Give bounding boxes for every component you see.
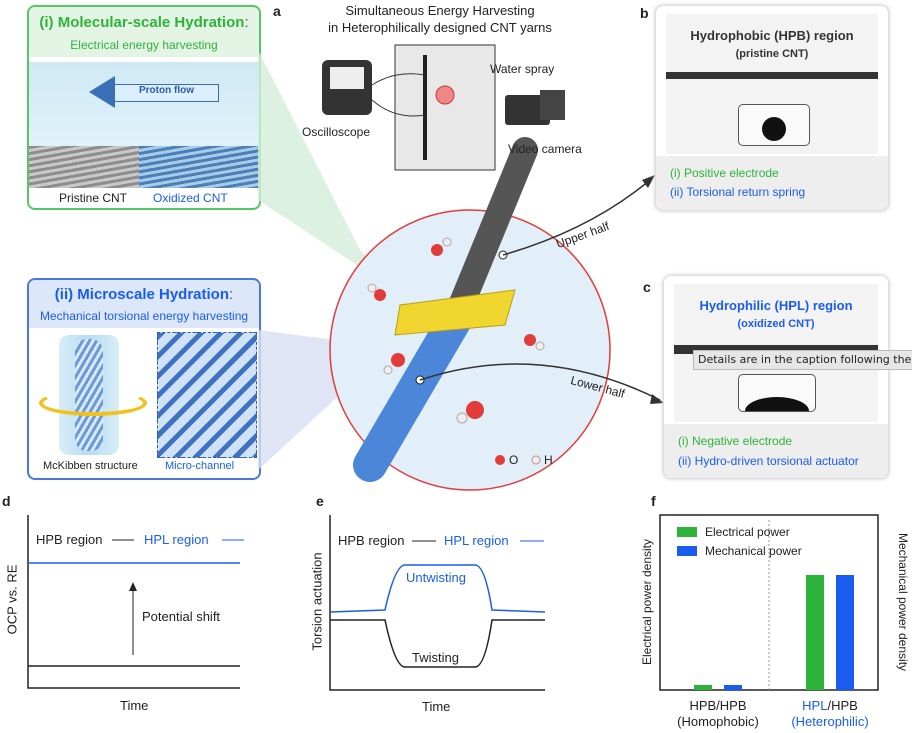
panel-microscale-hydration: (ii) Microscale Hydration: Mechanical to…	[27, 278, 261, 480]
pristine-cnt-surface	[29, 146, 139, 188]
droplet-hydrophobic	[738, 104, 810, 146]
panel-a-title-line2: in Heterophilically designed CNT yarns	[328, 20, 552, 35]
pristine-yarn	[442, 137, 538, 333]
panel-e-hpb-label: HPB region	[338, 533, 405, 548]
category-heterophilic-hpl: HPL	[802, 698, 828, 713]
pristine-yarn-photo	[666, 72, 878, 79]
mckibben-label: McKibben structure	[43, 460, 138, 472]
panel-e-xlabel: Time	[422, 699, 451, 714]
category-heterophilic: HPL/HPB (Heterophilic)	[780, 698, 880, 730]
water-spray-label: Water spray	[490, 62, 555, 76]
oxidized-cnt-surface	[139, 146, 259, 188]
category-homophobic-line1: HPB/HPB	[689, 698, 747, 713]
cnt-surface-illustration: Proton flow	[29, 62, 259, 188]
micro-channel-illustration	[157, 332, 257, 458]
droplet-hydrophilic	[738, 374, 816, 412]
spray-spot	[435, 85, 455, 105]
category-homophobic: HPB/HPB (Homophobic)	[668, 698, 768, 730]
oxygen-legend-label: O	[509, 453, 519, 467]
oxygen-legend-icon	[495, 455, 505, 465]
panel-f-ylabel-left: Electrical power density	[640, 538, 654, 666]
panel-c-title: Hydrophilic (HPL) region	[699, 298, 853, 313]
video-camera-icon	[505, 95, 550, 125]
panel-b-item1: (i) Positive electrode	[670, 166, 779, 180]
panel-b-label: b	[640, 5, 649, 21]
panel-d-hpl-label: HPL region	[144, 532, 209, 547]
panel-c-label: c	[643, 279, 651, 295]
panel-hydrophilic: Hydrophilic (HPL) region (oxidized CNT) …	[663, 275, 889, 479]
panel-b-subtitle: (pristine CNT)	[735, 48, 809, 60]
category-heterophilic-rest: /HPB	[827, 698, 858, 713]
panel-ii-title: (ii) Microscale Hydration	[54, 286, 230, 303]
category-heterophilic-line2: (Heterophilic)	[791, 714, 869, 729]
oxidized-cnt-label: Oxidized CNT	[153, 191, 228, 205]
category-homophobic-line2: (Homophobic)	[677, 714, 759, 729]
pristine-cnt-label: Pristine CNT	[59, 191, 128, 205]
panel-e-label: e	[316, 493, 324, 509]
proton-flow-arrow: Proton flow	[89, 76, 219, 108]
panel-f-ylabel-right: Mechanical power density	[896, 532, 910, 672]
panel-d-xlabel: Time	[120, 698, 149, 713]
panel-c-item1: (i) Negative electrode	[678, 434, 793, 448]
colon: :	[229, 286, 234, 303]
panel-hydrophobic: Hydrophobic (HPB) region (pristine CNT) …	[655, 5, 889, 211]
lower-arrow	[419, 363, 661, 401]
panel-ii-subtitle: Mechanical torsional energy harvesting	[39, 309, 249, 323]
panel-b-title: Hydrophobic (HPB) region	[690, 28, 854, 43]
panel-f-label: f	[651, 493, 656, 509]
oxidized-yarn-photo	[674, 345, 878, 354]
electrode-tape	[394, 289, 516, 336]
spray-chamber	[394, 44, 496, 171]
panel-a-label: a	[273, 3, 281, 19]
proton-flow-label: Proton flow	[139, 85, 194, 96]
water-molecules	[367, 237, 545, 424]
panel-a-title-line1: Simultaneous Energy Harvesting	[345, 3, 535, 18]
legend-mechanical-label: Mechanical power	[705, 544, 802, 558]
zoom-wedge-upper	[258, 50, 410, 300]
panel-e-ylabel: Torsion actuation	[309, 552, 325, 651]
hydrogen-legend-icon	[531, 455, 541, 465]
upper-arrow	[502, 179, 651, 256]
panel-b-item2: (ii) Torsional return spring	[670, 185, 806, 199]
twisting-label: Twisting	[412, 650, 459, 665]
video-camera-label: Video camera	[508, 142, 582, 156]
colon: :	[244, 14, 249, 31]
untwisting-label: Untwisting	[406, 570, 466, 585]
panel-i-title: (i) Molecular-scale Hydration	[39, 14, 245, 31]
hydrogen-legend-label: H	[544, 453, 553, 467]
micro-channel-label: Micro-channel	[165, 460, 235, 472]
panel-c-subtitle: (oxidized CNT)	[737, 318, 815, 330]
panel-c-item2: (ii) Hydro-driven torsional actuator	[678, 454, 859, 468]
panel-e-hpl-label: HPL region	[444, 533, 509, 548]
legend-electrical-label: Electrical power	[705, 525, 790, 539]
oscilloscope-label: Oscilloscope	[302, 125, 371, 139]
mckibben-illustration	[39, 335, 147, 455]
zoom-wedge-lower	[258, 330, 345, 470]
panel-d-ylabel: OCP vs. RE	[4, 564, 20, 635]
panel-i-subtitle: Electrical energy harvesting	[70, 38, 218, 52]
panel-d-hpb-label: HPB region	[36, 532, 103, 547]
panel-d-label: d	[2, 493, 11, 509]
panel-molecular-hydration: (i) Molecular-scale Hydration: Electrica…	[27, 5, 261, 210]
potential-shift-label: Potential shift	[142, 609, 221, 624]
oxidized-yarn	[353, 303, 472, 482]
tooltip: Details are in the caption following the…	[693, 350, 912, 370]
